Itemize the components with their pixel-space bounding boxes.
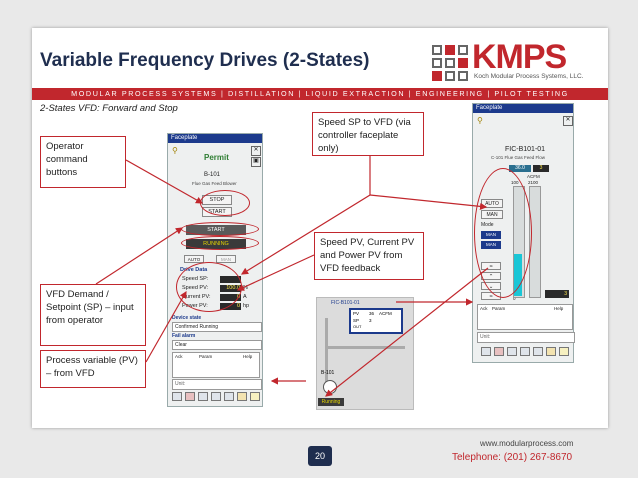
unit-field[interactable]: Unit: — [172, 379, 262, 390]
table-col-help[interactable]: Help — [243, 354, 253, 359]
mini-pv-unit: ACFM — [379, 311, 392, 316]
faceplate-titlebar: Faceplate — [168, 134, 262, 143]
check-icon[interactable] — [546, 347, 556, 356]
pid-description: C-101 Flue Gas Feed Flow — [491, 155, 546, 160]
callout-speed-pv: Speed PV, Current PV and Power PV from V… — [314, 232, 424, 280]
arrow-speed-pv — [236, 254, 315, 291]
close-icon[interactable]: ✕ — [251, 146, 261, 156]
pin-icon[interactable]: ⚲ — [477, 116, 483, 125]
trend-icon[interactable] — [481, 347, 491, 356]
arrow-operator-buttons — [125, 159, 204, 204]
pid-faceplate-titlebar: Faceplate — [473, 104, 573, 113]
arrow-speed-sp — [240, 156, 371, 275]
flow-controller-block[interactable]: PV 36 ACFM SP 3 OUT — [349, 308, 403, 334]
output-value[interactable]: 3 — [545, 290, 569, 298]
power-pv-value: 0 — [220, 303, 241, 310]
table-col-ack[interactable]: Ack — [480, 306, 488, 311]
network-icon[interactable] — [224, 392, 234, 401]
table-col-help[interactable]: Help — [554, 306, 564, 311]
kmps-logo-subtitle: Koch Modular Process Systems, LLC. — [474, 73, 584, 80]
device-state-label: Device state — [172, 315, 202, 321]
trend-icon[interactable] — [172, 392, 182, 401]
scale-0: 0 — [513, 296, 516, 301]
check-icon[interactable] — [237, 392, 247, 401]
expand-icon[interactable]: ▣ — [251, 157, 261, 167]
help-icon[interactable] — [559, 347, 569, 356]
detail-icon[interactable] — [507, 347, 517, 356]
range-high: 2100 — [528, 180, 539, 185]
alarm-icon[interactable] — [494, 347, 504, 356]
footer-url: www.modularprocess.com — [480, 439, 574, 448]
table-col-param[interactable]: Param — [492, 306, 506, 311]
auto-mode-button[interactable]: AUTO — [184, 255, 204, 263]
slide-subtitle: 2-States VFD: Forward and Stop — [40, 103, 178, 114]
graphic-tag: FIC-B101-01 — [331, 300, 360, 306]
slide-title: Variable Frequency Drives (2-States) — [40, 50, 370, 71]
eng-unit: ACFM — [527, 174, 540, 179]
alarm-icon[interactable] — [185, 392, 195, 401]
help-icon[interactable] — [250, 392, 260, 401]
unit-field[interactable]: Unit: — [477, 332, 575, 343]
close-icon[interactable]: ✕ — [563, 116, 573, 126]
highlight-oval-running — [181, 236, 259, 250]
arrow-speed-sp-pid — [369, 194, 488, 210]
detail-icon[interactable] — [198, 392, 208, 401]
motor-description: Flue Gas Feed Blower — [192, 181, 237, 186]
mini-out-label: OUT — [353, 324, 362, 329]
callout-speed-sp: Speed SP to VFD (via controller faceplat… — [312, 112, 424, 156]
page-number: 20 — [308, 446, 332, 466]
man-mode-button[interactable]: MAN — [216, 255, 236, 263]
mini-pv-label: PV — [353, 311, 360, 316]
tuning-icon[interactable] — [211, 392, 221, 401]
speed-pv-unit: % — [243, 285, 248, 291]
highlight-oval-pid-modes — [474, 168, 532, 298]
footer-phone: Telephone: (201) 267-8670 — [452, 452, 573, 463]
running-badge: Running — [318, 398, 344, 406]
pipe-vertical — [325, 318, 328, 388]
tagline-band: MODULAR PROCESS SYSTEMS | DISTILLATION |… — [32, 88, 608, 100]
kmps-logo-word: KMPS — [472, 38, 567, 76]
callout-process-variable: Process variable (PV) – from VFD — [40, 350, 146, 388]
current-pv-unit: A — [243, 294, 247, 300]
mini-sp-value: 3 — [369, 318, 372, 323]
callout-vfd-demand: VFD Demand / Setpoint (SP) – input from … — [40, 284, 146, 346]
blower-tag: B-101 — [321, 370, 335, 376]
pin-icon[interactable]: ⚲ — [172, 146, 178, 155]
arrow-process-variable — [145, 290, 187, 363]
alarm-table: Ack Param Help — [477, 304, 573, 330]
table-col-param[interactable]: Param — [199, 354, 213, 359]
fail-alarm-label: Fail alarm — [172, 333, 196, 339]
mini-pv-value: 36 — [369, 311, 375, 316]
device-state-value: Confirmed Running — [172, 322, 262, 332]
arrow-pid-to-graphic — [325, 267, 489, 397]
callout-operator-buttons: Operator command buttons — [40, 136, 126, 188]
pipe-horizontal — [325, 346, 405, 349]
fail-alarm-value: Clear — [172, 340, 262, 350]
sp-display: 3 — [533, 165, 549, 172]
alarm-table: Ack Param Help — [172, 352, 260, 378]
arrow-vfd-demand — [95, 227, 184, 285]
kmps-logo-grid-icon — [432, 45, 468, 81]
mini-sp-label: SP — [353, 318, 360, 323]
pv-display: 36.0 — [509, 165, 531, 172]
pid-tag: FIC-B101-01 — [505, 146, 546, 153]
permit-label: Permit — [204, 153, 229, 162]
table-col-ack[interactable]: Ack — [175, 354, 183, 359]
tuning-icon[interactable] — [520, 347, 530, 356]
network-icon[interactable] — [533, 347, 543, 356]
power-pv-unit: hp — [243, 303, 250, 309]
motor-tag: B-101 — [204, 172, 221, 178]
